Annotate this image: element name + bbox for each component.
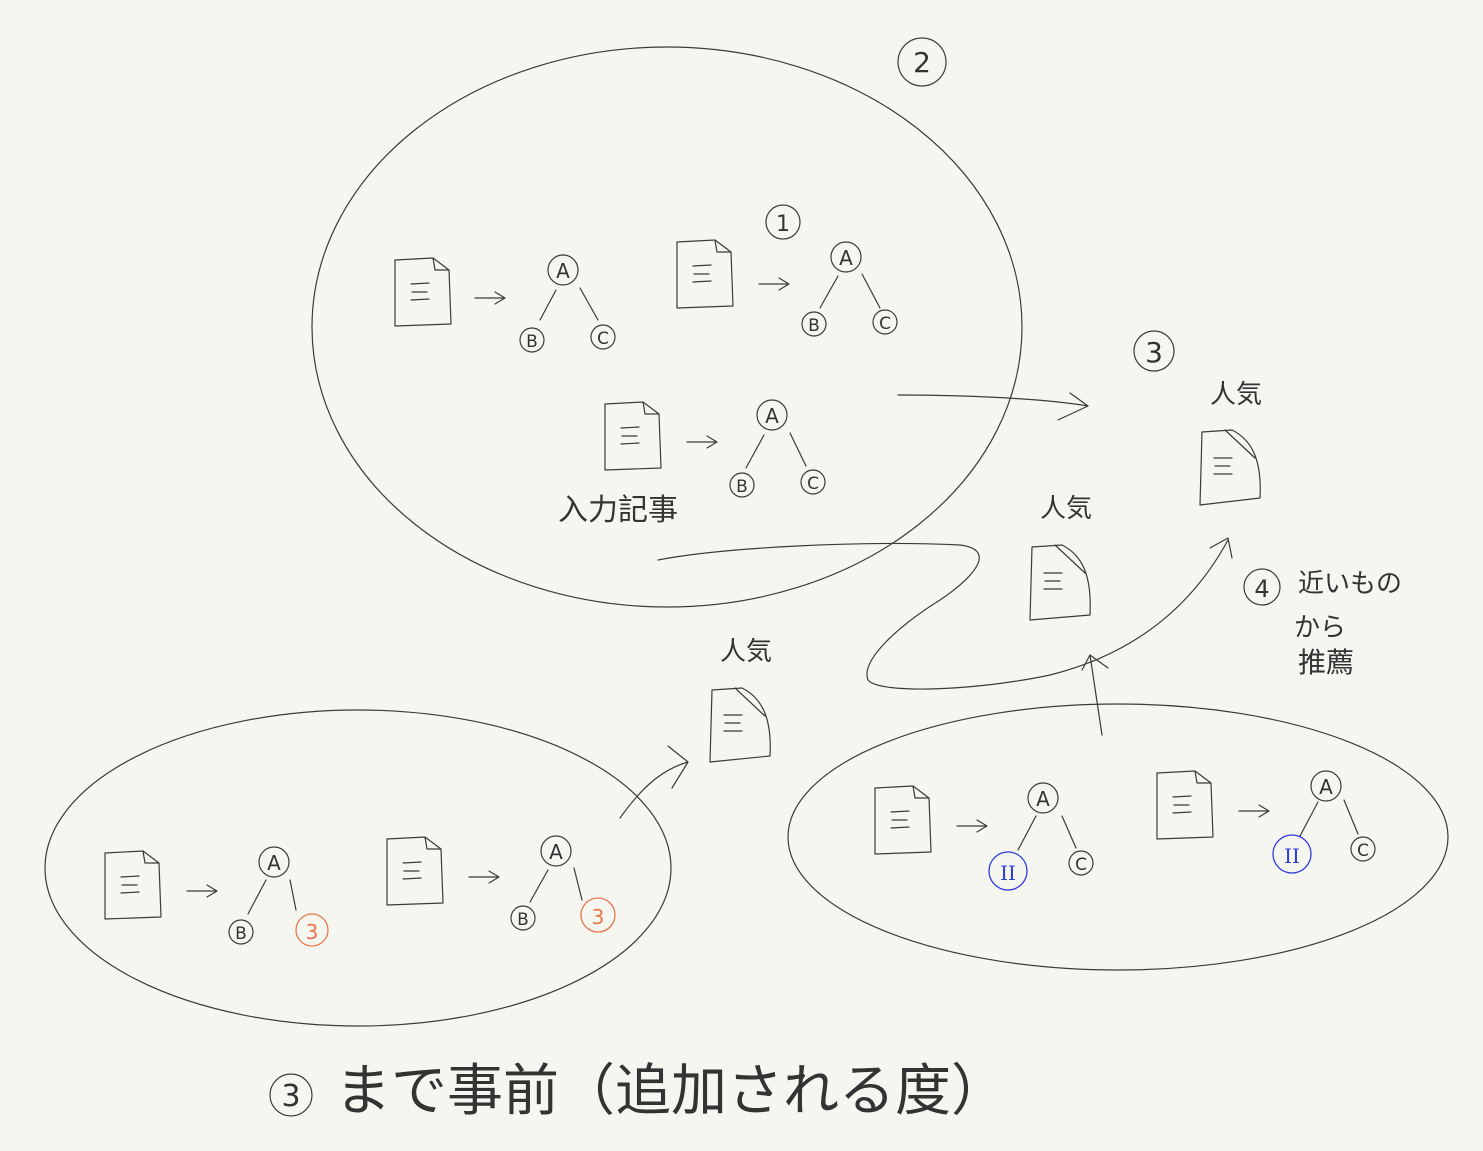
node-b: B [526, 332, 538, 352]
cluster-2-ellipse [311, 46, 1023, 608]
node-three-orange [580, 897, 616, 933]
popular-label: 人気 [1040, 494, 1092, 524]
step-1-label: 1 [776, 212, 790, 237]
node-a: A [549, 840, 563, 864]
article-tree-pair [874, 785, 988, 855]
tree: A B C [519, 254, 616, 353]
step-3-label: 3 [1145, 336, 1163, 369]
node-b: B [736, 477, 748, 497]
popular-article: 人気 [1199, 380, 1262, 506]
step-4-marker: 4 [1243, 568, 1281, 606]
article-tree-pair [394, 257, 506, 327]
article-tree-pair [676, 239, 790, 309]
step-2-marker: 2 [897, 37, 947, 87]
arrow-to-popular [619, 745, 689, 819]
node-three-orange [295, 913, 329, 947]
cluster-4-ellipse [787, 703, 1449, 971]
node-a: A [765, 404, 779, 428]
footer-number: 3 [281, 1079, 300, 1114]
node-three-label: 3 [306, 920, 319, 944]
article-tree-pair [1156, 770, 1270, 840]
step-2-label: 2 [913, 46, 931, 79]
arrow-to-popular [1081, 654, 1109, 736]
node-two-label: II [1284, 844, 1300, 868]
node-b: B [808, 316, 820, 336]
popular-label: 人気 [720, 637, 772, 667]
node-a: A [1036, 787, 1050, 811]
node-a: A [1319, 775, 1333, 799]
recommend-text-2: から [1294, 613, 1346, 643]
recommend-text-1: 近いもの [1298, 569, 1402, 599]
article-tree-pair [104, 850, 218, 920]
tree: A B 3 [510, 835, 616, 933]
tree: A B C [801, 241, 898, 337]
tree: A II C [1272, 770, 1376, 874]
popular-article: 人気 [709, 637, 772, 763]
node-c: C [597, 329, 609, 349]
cluster-3-ellipse [44, 709, 672, 1027]
footer-text: まで事前（追加される度） [335, 1059, 1007, 1124]
input-article-label: 入力記事 [558, 493, 678, 528]
article-tree-pair [386, 836, 500, 906]
similarity-path-arrow [657, 537, 1233, 690]
recommend-text-3: 推薦 [1298, 646, 1354, 679]
node-two-blue [1272, 834, 1312, 874]
tree: A II C [988, 782, 1094, 891]
node-c: C [1075, 855, 1087, 875]
node-three-label: 3 [592, 905, 605, 929]
popular-article: 人気 [1029, 494, 1092, 621]
node-c: C [879, 314, 891, 334]
article-tree-pair [604, 401, 718, 471]
tree: A B C [729, 399, 826, 498]
node-two-blue [988, 851, 1028, 891]
node-a: A [839, 246, 853, 270]
node-b: B [235, 924, 247, 944]
tree: A B 3 [228, 846, 329, 947]
step-4-label: 4 [1254, 575, 1269, 603]
node-b: B [517, 910, 529, 930]
node-a: A [267, 851, 281, 875]
popular-label: 人気 [1210, 380, 1262, 410]
node-c: C [807, 474, 819, 494]
step-1-marker: 1 [765, 204, 801, 240]
node-a: A [556, 259, 570, 283]
node-two-label: II [1000, 861, 1016, 885]
step-3-marker: 3 [1133, 330, 1175, 372]
arrow-to-popular [897, 392, 1089, 421]
node-c: C [1357, 841, 1369, 861]
footer-note: 3 まで事前（追加される度） [269, 1059, 1007, 1124]
